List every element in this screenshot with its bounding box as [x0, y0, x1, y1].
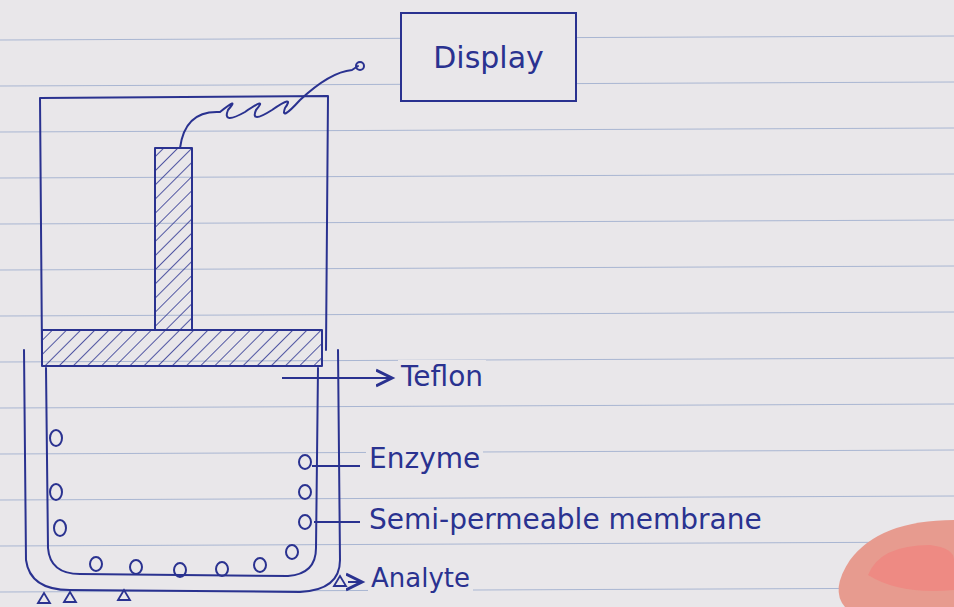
fingernail — [868, 545, 954, 591]
display-box: Display — [400, 12, 577, 102]
enzyme-dots — [50, 430, 311, 577]
wire — [180, 66, 358, 148]
leader-lines — [282, 378, 392, 582]
part-label: Semi-permeable membrane — [366, 503, 765, 536]
finger — [839, 520, 954, 607]
part-label: Teflon — [398, 360, 486, 393]
electrode — [155, 148, 192, 330]
analyte-triangles — [38, 576, 346, 603]
part-label: Analyte — [368, 563, 473, 593]
ruled-lines — [0, 36, 954, 592]
box-text: Display — [433, 40, 544, 75]
wire-end — [356, 62, 364, 70]
part-label: Enzyme — [366, 442, 483, 475]
membrane-outer — [24, 350, 340, 592]
teflon-plate — [42, 330, 322, 366]
membrane-inner — [46, 368, 318, 576]
